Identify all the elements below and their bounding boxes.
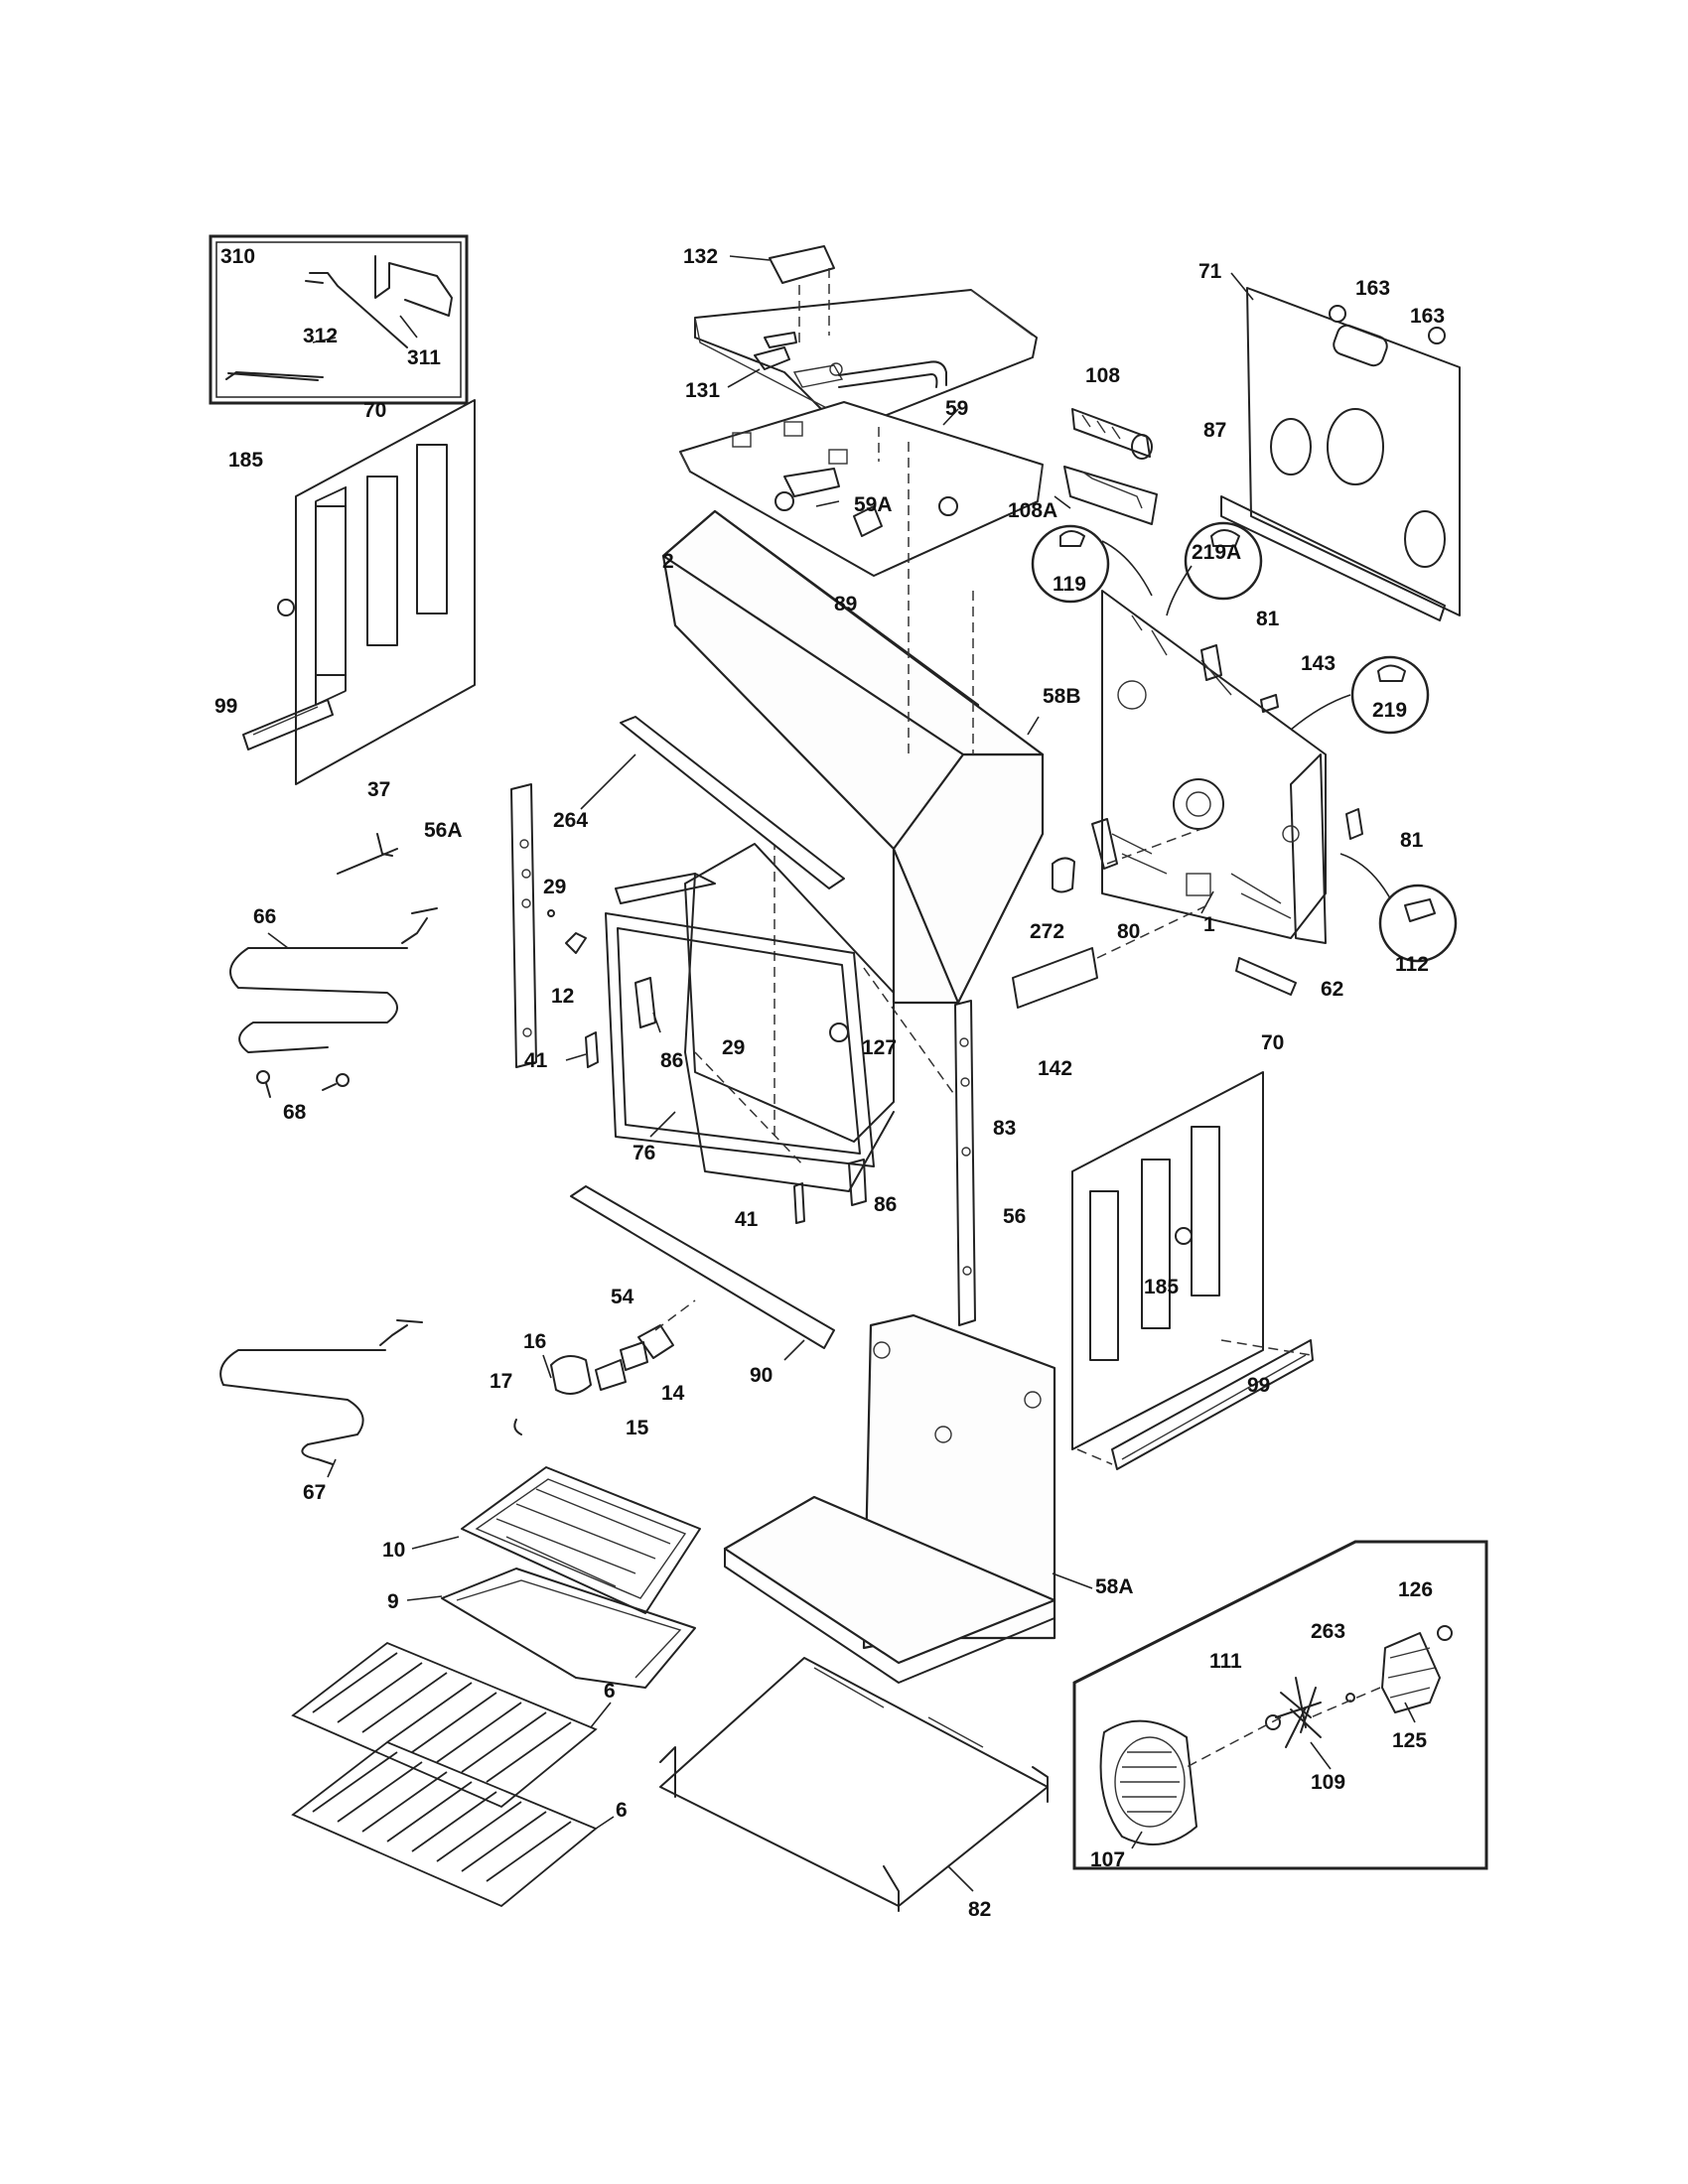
label-56A: 56A — [424, 819, 463, 842]
trim-264-90 — [570, 716, 845, 1361]
label-312: 312 — [303, 325, 338, 347]
side-panel-70-right — [1071, 1071, 1314, 1470]
light-assembly — [513, 1299, 696, 1435]
label-111: 111 — [1209, 1650, 1242, 1673]
label-131: 131 — [685, 379, 720, 402]
label-59A: 59A — [854, 493, 893, 516]
label-16: 16 — [523, 1330, 546, 1353]
label-6-a: 6 — [604, 1680, 616, 1703]
bottom-housing-58A — [723, 1313, 1093, 1684]
top-panel-131 — [694, 245, 1038, 428]
label-81-b: 81 — [1400, 829, 1424, 852]
label-99-left: 99 — [214, 695, 237, 718]
label-82: 82 — [968, 1898, 991, 1921]
oven-wrap-58B — [661, 509, 1045, 1005]
label-83: 83 — [993, 1117, 1016, 1140]
label-58B: 58B — [1043, 685, 1081, 708]
label-311: 311 — [407, 346, 441, 369]
rear-wall-1 — [1101, 590, 1327, 944]
label-58A: 58A — [1095, 1575, 1134, 1598]
label-70-left: 70 — [363, 399, 386, 422]
label-14: 14 — [661, 1382, 685, 1405]
label-66: 66 — [253, 905, 276, 928]
rear-panel-71 — [1220, 272, 1461, 621]
small-parts-left — [256, 599, 587, 1098]
label-29-a: 29 — [543, 876, 566, 898]
label-2: 2 — [662, 550, 674, 573]
label-9: 9 — [387, 1590, 399, 1613]
plate-132 — [769, 245, 835, 284]
label-185-right: 185 — [1144, 1276, 1179, 1298]
label-108A: 108A — [1008, 499, 1057, 522]
callout-circles — [1031, 521, 1458, 963]
label-70-right: 70 — [1261, 1031, 1284, 1054]
inset-310-brackets — [209, 234, 469, 405]
label-17: 17 — [490, 1370, 512, 1393]
label-108: 108 — [1085, 364, 1120, 387]
label-219A: 219A — [1192, 541, 1241, 564]
label-272: 272 — [1030, 920, 1064, 943]
label-80: 80 — [1117, 920, 1140, 943]
label-54: 54 — [611, 1286, 634, 1308]
label-125: 125 — [1392, 1729, 1427, 1752]
label-264: 264 — [553, 809, 588, 832]
label-41-a: 41 — [524, 1049, 548, 1072]
door-gasket-76 — [605, 912, 875, 1167]
small-parts-right — [829, 305, 1446, 1042]
label-68: 68 — [283, 1101, 307, 1124]
label-99-right: 99 — [1247, 1374, 1270, 1397]
part-labels: 310 312 311 132 131 59 59A 108 108A 163 … — [214, 245, 1445, 1921]
label-37: 37 — [367, 778, 390, 801]
cooling-fan-108 — [1054, 408, 1158, 525]
label-15: 15 — [626, 1417, 649, 1439]
oven-rails — [510, 783, 976, 1326]
label-56: 56 — [1003, 1205, 1026, 1228]
bake-element-67 — [219, 1319, 423, 1478]
label-67: 67 — [303, 1481, 326, 1504]
label-109: 109 — [1311, 1771, 1345, 1794]
label-263: 263 — [1311, 1620, 1345, 1643]
label-143: 143 — [1301, 652, 1336, 675]
label-12: 12 — [551, 985, 574, 1008]
label-1: 1 — [1203, 913, 1215, 936]
label-310: 310 — [220, 245, 255, 268]
label-81-a: 81 — [1256, 608, 1280, 630]
label-59: 59 — [945, 397, 968, 420]
side-panel-70-left — [242, 399, 476, 785]
broil-pan-9-10 — [406, 1466, 701, 1689]
label-41-b: 41 — [735, 1208, 759, 1231]
label-86-b: 86 — [874, 1193, 897, 1216]
label-10: 10 — [382, 1539, 405, 1562]
oven-top-2 — [674, 401, 1044, 587]
label-86-a: 86 — [660, 1049, 683, 1072]
oven-racks-6 — [291, 1641, 615, 1908]
label-126: 126 — [1398, 1578, 1433, 1601]
label-29-b: 29 — [722, 1036, 745, 1059]
alignment-guides — [694, 427, 1312, 1465]
label-107: 107 — [1090, 1848, 1125, 1871]
label-185-left: 185 — [228, 449, 263, 472]
label-163-a: 163 — [1355, 277, 1390, 300]
label-119: 119 — [1053, 573, 1086, 596]
inset-convection-fan — [1072, 1540, 1488, 1870]
label-132: 132 — [683, 245, 718, 268]
label-71: 71 — [1198, 260, 1222, 283]
label-76: 76 — [633, 1142, 655, 1164]
label-62: 62 — [1321, 978, 1343, 1001]
label-89: 89 — [834, 593, 857, 615]
label-112: 112 — [1395, 953, 1429, 976]
label-90: 90 — [750, 1364, 773, 1387]
label-142: 142 — [1038, 1057, 1072, 1080]
label-6-b: 6 — [616, 1799, 628, 1822]
label-127: 127 — [862, 1036, 897, 1059]
label-163-b: 163 — [1410, 305, 1445, 328]
vent-tube-59 — [838, 360, 959, 426]
base-tray-82 — [659, 1657, 1049, 1912]
label-219: 219 — [1372, 699, 1407, 722]
broil-element-66 — [229, 907, 438, 1053]
label-87: 87 — [1203, 419, 1226, 442]
